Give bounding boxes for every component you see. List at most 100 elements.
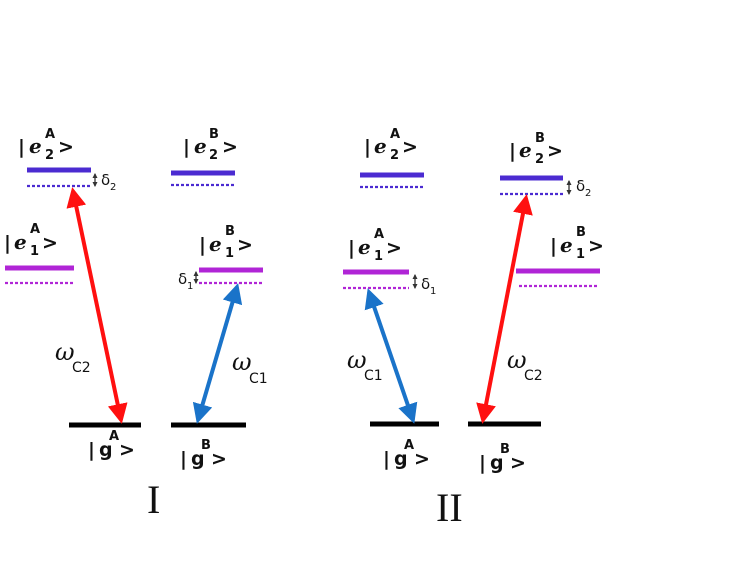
- svg-text:>: >: [510, 452, 526, 474]
- svg-text:A: A: [390, 127, 400, 142]
- svg-text:2: 2: [45, 148, 54, 163]
- svg-text:1: 1: [374, 249, 383, 264]
- detuning-label-panel-I-b: δ 1: [178, 270, 193, 292]
- svg-text:e: e: [560, 233, 573, 257]
- svg-text:|: |: [183, 136, 190, 158]
- svg-text:A: A: [30, 222, 40, 237]
- svg-text:g: g: [99, 439, 113, 461]
- svg-text:δ: δ: [101, 171, 110, 189]
- svg-text:g: g: [191, 448, 205, 470]
- svg-text:g: g: [490, 452, 504, 474]
- svg-text:|: |: [364, 136, 371, 158]
- svg-text:1: 1: [430, 286, 436, 297]
- svg-text:B: B: [201, 438, 211, 453]
- detuning-label-panel-II-a: δ 1: [421, 275, 436, 297]
- field-label-blue-panel-II: ω C1: [347, 346, 383, 384]
- svg-text:ω: ω: [232, 348, 252, 376]
- svg-text:>: >: [211, 448, 227, 470]
- svg-text:2: 2: [535, 152, 544, 167]
- field-label-blue-panel-I: ω C1: [232, 348, 268, 387]
- svg-text:|: |: [4, 232, 11, 254]
- svg-text:B: B: [225, 224, 235, 239]
- svg-text:>: >: [414, 448, 430, 470]
- transition-arrow-red-panel-II: [476, 194, 533, 424]
- svg-text:2: 2: [110, 182, 116, 193]
- panel-label-I: I: [147, 477, 160, 522]
- detuning-label-panel-II-b: δ 2: [576, 177, 591, 199]
- panel-I: | e 2 A > δ 2 | e 2 B > | e 1 A >: [4, 127, 268, 522]
- svg-text:δ: δ: [576, 177, 585, 195]
- svg-text:>: >: [222, 136, 238, 158]
- field-label-red-panel-II: ω C2: [507, 346, 543, 384]
- svg-text:δ: δ: [178, 270, 187, 288]
- svg-text:>: >: [588, 235, 604, 257]
- svg-text:e: e: [519, 138, 532, 162]
- svg-text:B: B: [209, 127, 219, 142]
- ket-e1B-panel-II: | e 1 B >: [550, 225, 604, 262]
- svg-text:>: >: [402, 136, 418, 158]
- ket-e2A-panel-II: | e 2 A >: [364, 127, 418, 163]
- svg-text:C1: C1: [364, 368, 383, 384]
- svg-text:|: |: [199, 234, 206, 256]
- ket-gB-panel-I: | g B >: [180, 438, 227, 470]
- svg-text:C2: C2: [72, 360, 91, 376]
- svg-text:A: A: [404, 438, 414, 453]
- svg-text:1: 1: [225, 246, 234, 261]
- svg-text:C1: C1: [249, 371, 268, 387]
- field-label-red-panel-I: ω C2: [55, 338, 91, 376]
- transition-arrow-blue-panel-I: [192, 283, 243, 424]
- panel-II: | e 2 A > | e 2 B > δ 2 | e 1 A >: [343, 127, 604, 530]
- svg-text:g: g: [394, 448, 408, 470]
- svg-text:e: e: [374, 134, 387, 158]
- svg-text:>: >: [237, 234, 253, 256]
- svg-text:ω: ω: [507, 346, 527, 374]
- ket-gA-panel-II: | g A >: [383, 438, 430, 470]
- svg-text:e: e: [209, 232, 222, 256]
- svg-text:B: B: [576, 225, 586, 240]
- transition-arrow-red-panel-I: [66, 187, 128, 424]
- svg-text:|: |: [509, 140, 516, 162]
- svg-text:A: A: [45, 127, 55, 142]
- ket-e1B-panel-I: | e 1 B >: [199, 224, 253, 261]
- svg-text:A: A: [109, 429, 119, 444]
- svg-text:>: >: [119, 439, 135, 461]
- ket-e2A-panel-I: | e 2 A >: [18, 127, 74, 163]
- svg-text:e: e: [358, 235, 371, 259]
- svg-text:e: e: [194, 134, 207, 158]
- panel-label-II: II: [436, 485, 463, 530]
- svg-text:B: B: [500, 442, 510, 457]
- ket-gA-panel-I: | g A >: [88, 429, 135, 461]
- svg-text:e: e: [14, 230, 27, 254]
- svg-text:e: e: [29, 134, 42, 158]
- svg-text:ω: ω: [55, 338, 75, 366]
- svg-text:|: |: [550, 235, 557, 257]
- svg-text:1: 1: [576, 247, 585, 262]
- svg-text:δ: δ: [421, 275, 430, 293]
- svg-text:>: >: [386, 237, 402, 259]
- svg-text:>: >: [42, 232, 58, 254]
- svg-text:1: 1: [30, 244, 39, 259]
- transition-arrow-blue-panel-II: [364, 288, 418, 424]
- ket-e1A-panel-I: | e 1 A >: [4, 222, 58, 259]
- svg-text:>: >: [58, 136, 74, 158]
- svg-text:|: |: [383, 448, 390, 470]
- svg-text:B: B: [535, 131, 545, 146]
- svg-text:>: >: [547, 140, 563, 162]
- ket-e2B-panel-II: | e 2 B >: [509, 131, 563, 167]
- svg-text:1: 1: [187, 281, 193, 292]
- svg-text:|: |: [479, 452, 486, 474]
- svg-text:ω: ω: [347, 346, 367, 374]
- svg-text:2: 2: [390, 148, 399, 163]
- svg-text:|: |: [348, 237, 355, 259]
- ket-gB-panel-II: | g B >: [479, 442, 526, 474]
- svg-text:|: |: [180, 448, 187, 470]
- svg-text:|: |: [88, 439, 95, 461]
- svg-text:A: A: [374, 227, 384, 242]
- svg-text:C2: C2: [524, 368, 543, 384]
- svg-text:2: 2: [209, 148, 218, 163]
- detuning-label-panel-I-a: δ 2: [101, 171, 116, 193]
- svg-text:|: |: [18, 136, 25, 158]
- ket-e1A-panel-II: | e 1 A >: [348, 227, 402, 264]
